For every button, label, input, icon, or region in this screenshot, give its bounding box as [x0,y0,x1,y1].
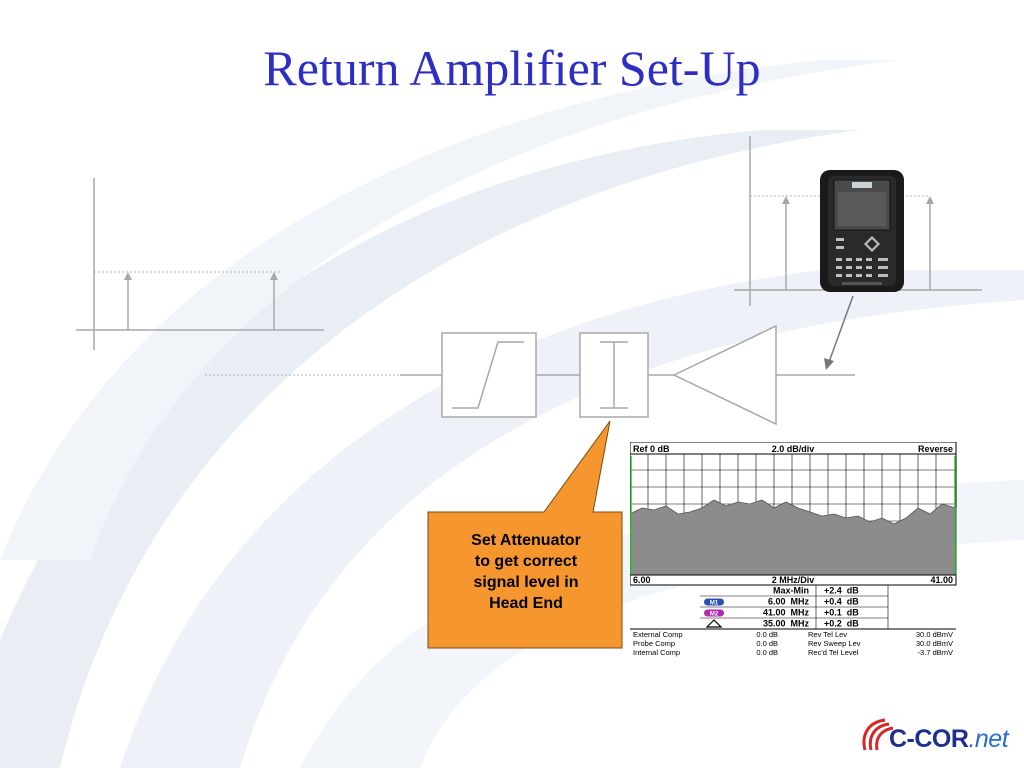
settings-table: External Comp 0.0 dB Rev Tel Lev 30.0 dB… [633,630,953,657]
logo-main: C-COR [889,725,969,753]
marker-row-value: +0.1 dB [824,608,859,618]
marker-row-label: Max-Min [773,586,809,596]
marker-row-label: 41.00 MHz [763,608,810,618]
sweep-analyzer-display: Ref 0 dB 2.0 dB/div Reverse 6.00 2 MHz/D… [630,442,957,657]
marker-row-value: +0.2 dB [824,619,859,629]
m2-badge-icon [704,609,724,617]
setting-label: Probe Comp [633,639,675,648]
handheld-meter-icon [820,170,904,292]
analyzer-start-freq: 6.00 [633,575,651,585]
callout-line: signal level in [473,574,579,591]
setting-label: Rev Tel Lev [808,630,847,639]
m2-badge-label: M2 [710,612,719,618]
delta-icon [705,619,723,628]
setting-value: -3.7 dBmV [918,648,953,657]
setting-value: 0.0 dB [756,648,778,657]
attenuator-block [579,332,649,418]
callout-line: Head End [489,595,563,612]
m1-badge-label: M1 [710,601,719,607]
callout-text: Set Attenuator to get correct signal lev… [430,530,622,614]
marker-row-label: 6.00 MHz [768,597,810,607]
amplifier-triangle [672,324,777,426]
setting-label: Internal Comp [633,648,680,657]
setting-label: External Comp [633,630,683,639]
c-cor-logo-text: C-COR.net [889,725,1009,754]
sweep-trace-fill [630,499,957,576]
meter-pointer-arrow [824,295,854,370]
analyzer-mode-label: Reverse [918,444,953,454]
output-spectrum-sketch [734,136,982,306]
c-cor-logo-icon [862,718,894,751]
analyzer-ref-label: Ref 0 dB [633,444,670,454]
setting-value: 30.0 dBmV [916,639,953,648]
callout-line: to get correct [474,553,578,570]
slide-title: Return Amplifier Set-Up [263,40,761,96]
analyzer-scale-label: 2.0 dB/div [772,444,815,454]
input-spectrum-sketch [76,178,324,350]
analyzer-span-label: 2 MHz/Div [772,575,815,585]
marker-row-value: +2.4 dB [824,586,859,596]
setting-value: 30.0 dBmV [916,630,953,639]
setting-value: 0.0 dB [756,639,778,648]
marker-row-value: +0.4 dB [824,597,859,607]
callout-line: Set Attenuator [471,532,581,549]
logo-suffix: .net [968,725,1009,753]
setting-value: 0.0 dB [756,630,778,639]
marker-row-label: 35.00 MHz [763,619,810,629]
analyzer-stop-freq: 41.00 [930,575,953,585]
signal-chain [205,324,855,426]
callout-bubble [427,420,623,649]
marker-table: M1 M2 Max-Min +2.4 dB 6.00 MHz +0.4 dB 4… [630,584,956,630]
equalizer-block [441,332,537,418]
setting-label: Rec'd Tel Level [808,648,859,657]
m1-badge-icon [704,598,724,606]
setting-label: Rev Sweep Lev [808,639,861,648]
